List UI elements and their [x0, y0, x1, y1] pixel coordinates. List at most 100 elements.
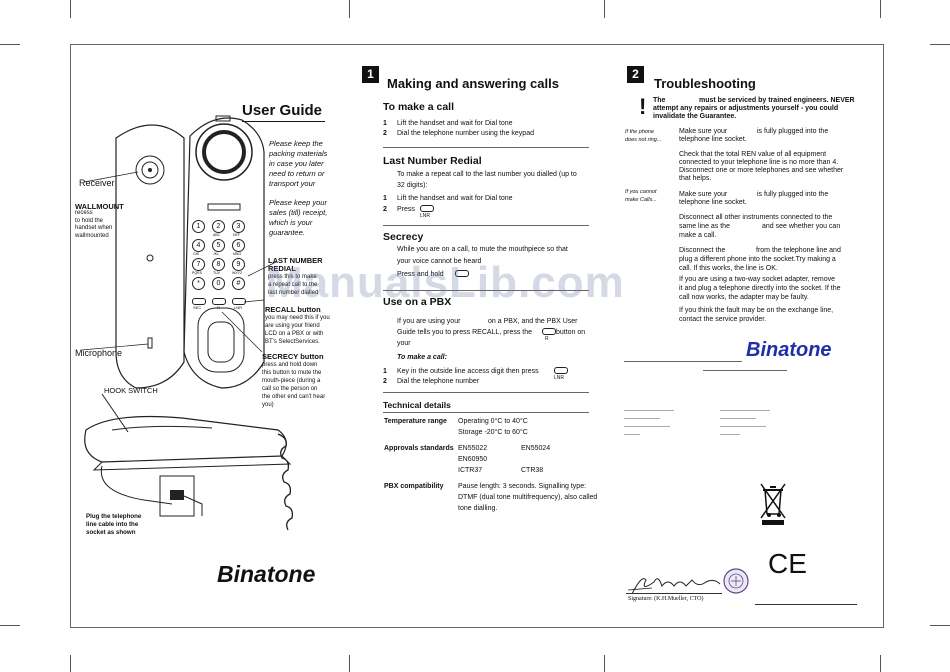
trouble-text: Disconnect all other instruments connect…	[679, 214, 833, 221]
secrecy-heading: Secrecy	[383, 231, 424, 243]
key-sub-9: WXYZ	[232, 271, 243, 275]
trouble-text: contact the service provider.	[679, 316, 767, 323]
binatone-logo: Binatone	[746, 339, 832, 361]
section-badge: 1	[362, 66, 379, 83]
signature-line	[626, 593, 722, 594]
redial-intro: 32 digits):	[397, 182, 428, 189]
pbx-text: on a PBX, and the PBX User	[488, 318, 578, 325]
signature-caption: Signature: (K.H.Mueller, CTO)	[628, 596, 704, 602]
trouble-text: Check that the total REN value of all eq…	[679, 151, 827, 158]
company-seal-icon	[723, 568, 749, 594]
secrecy-text: press and hold down this button to mute …	[262, 362, 326, 408]
watermark-text: ManualsLib.com	[266, 258, 625, 307]
approval-item: EN55022	[458, 445, 488, 452]
wallmount-text: recess to hold the handset when wallmoun…	[75, 210, 113, 239]
recall-button-icon	[542, 328, 556, 335]
case-label: does not ring...	[625, 137, 662, 143]
key-sub-2: ABC	[213, 233, 221, 237]
faint-line	[720, 426, 766, 427]
receiver-speaker	[135, 155, 165, 185]
pbx-text: Guide tells you to press RECALL, press t…	[397, 329, 533, 336]
recall-text: you may need this if you are using your …	[265, 315, 330, 345]
secrecy-button-icon	[455, 270, 469, 277]
trouble-text: from the telephone line and	[756, 247, 841, 254]
last-number-title: LAST NUMBER	[268, 256, 323, 265]
number-card	[207, 203, 241, 211]
page-title: User Guide	[242, 102, 323, 119]
temp-label: Temperature range	[384, 418, 447, 425]
pbx-compat-label: PBX compatibility	[384, 483, 444, 490]
trouble-text: telephone line socket.	[679, 199, 747, 206]
hook-switch-label: HOOK SWITCH	[104, 386, 158, 395]
step-number: 2	[383, 378, 387, 385]
redial-intro: To make a repeat call to the last number…	[397, 171, 577, 178]
trouble-text: it and plug a telephone directly into th…	[679, 285, 841, 292]
key-3: 3	[232, 220, 245, 233]
receipt-note: Please keep your sales (till) receipt, w…	[269, 198, 328, 237]
receiver-label: Receiver	[79, 178, 115, 188]
step-text: Key in the outside line access digit the…	[397, 368, 539, 375]
recall-key	[212, 298, 226, 305]
approval-item: EN60950	[458, 456, 488, 463]
section-title: Making and answering calls	[387, 76, 559, 91]
divider	[383, 290, 589, 291]
step-number: 2	[383, 130, 387, 137]
weee-bin-icon	[760, 483, 786, 525]
temp-value: Operating 0°C to 40°C	[458, 418, 528, 425]
microphone-grille	[147, 337, 153, 349]
case-label: make Calls...	[625, 197, 657, 203]
earpiece-cup	[195, 123, 253, 181]
key-7: 7	[192, 258, 205, 271]
page-frame	[70, 44, 884, 628]
recall-title: RECALL button	[265, 305, 321, 314]
trouble-text: If you think the fault may be on the exc…	[679, 307, 834, 314]
title-underline	[242, 121, 325, 122]
coiled-cord	[277, 433, 294, 531]
warning-text: invalidate the Guarantee.	[653, 113, 737, 120]
trouble-text: same line as the	[679, 223, 730, 230]
trouble-text: Disconnect one or more telephones and se…	[679, 167, 844, 174]
warning-text: must be serviced by trained engineers. N…	[699, 97, 855, 104]
trim-mark	[70, 655, 71, 672]
section-badge: 2	[627, 66, 644, 83]
trim-mark	[930, 44, 950, 45]
trouble-text: and see whether you can	[762, 223, 841, 230]
divider	[383, 225, 589, 226]
trouble-text: If you are using a two-way socket adapte…	[679, 276, 836, 283]
approval-item: ICTR37	[458, 467, 483, 474]
microphone-label: Microphone	[75, 348, 123, 358]
trouble-text: plug a different phone into the socket.T…	[679, 256, 836, 263]
func-label-lnr: LNR	[234, 305, 243, 310]
divider	[624, 361, 742, 362]
key-sub-4: GHI	[193, 252, 200, 256]
ce-mark: CE	[768, 548, 807, 579]
secrecy-text: Press and hold	[397, 271, 444, 278]
warning-text: The	[653, 97, 666, 104]
key-sub-3: DEF	[233, 233, 240, 237]
trim-mark	[0, 625, 20, 626]
pbx-compat-value: tone dialling.	[458, 505, 498, 512]
key-8: 8	[212, 258, 225, 271]
key-6: 6	[232, 239, 245, 252]
pbx-compat-value: DTMF (dual tone multifrequency), also ca…	[458, 494, 598, 501]
cradle-slot	[215, 115, 231, 122]
redial-key-label: LNR	[420, 213, 431, 219]
trouble-text: is fully plugged into the	[757, 191, 829, 198]
key-hash: #	[232, 277, 245, 290]
step-text: Dial the telephone number using the keyp…	[397, 130, 534, 137]
key-star: *	[192, 277, 205, 290]
hook-switch-line	[101, 393, 129, 433]
step-text: Dial the telephone number	[397, 378, 480, 385]
faint-line	[720, 410, 770, 411]
step-text: Press	[397, 206, 415, 213]
trim-mark	[930, 625, 950, 626]
faint-line	[720, 418, 756, 419]
divider	[383, 147, 589, 148]
divider	[383, 392, 589, 393]
trouble-text: telephone line socket.	[679, 136, 747, 143]
faint-line	[624, 434, 640, 435]
redial-heading: Last Number Redial	[383, 155, 482, 167]
step-number: 1	[383, 368, 387, 375]
trim-mark	[0, 44, 20, 45]
key-1: 1	[192, 220, 205, 233]
